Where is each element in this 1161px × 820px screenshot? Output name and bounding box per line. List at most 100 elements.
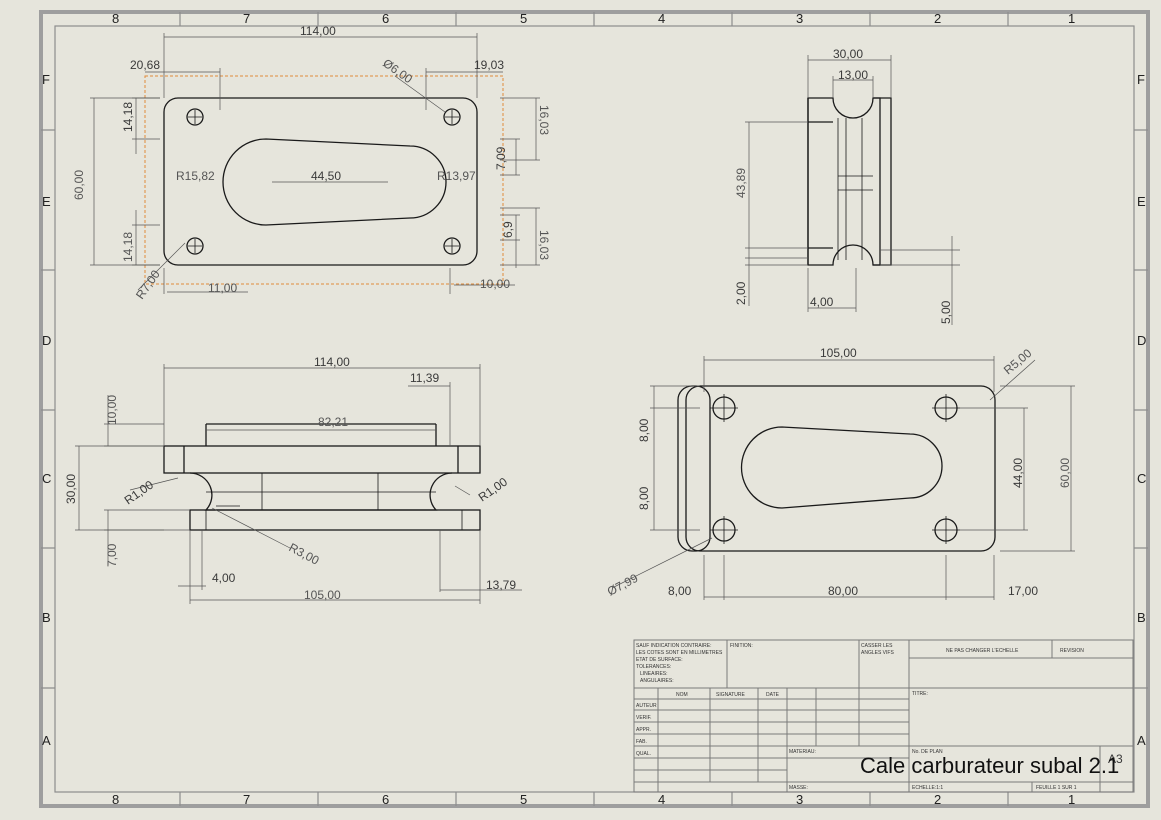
mounting-hole — [443, 237, 461, 255]
zone-row-label: F — [1137, 72, 1145, 87]
dimension-label: Ø6,00 — [380, 56, 415, 86]
dimension-label: 10,00 — [105, 395, 119, 425]
tb-row-label: AUTEUR — [636, 703, 657, 709]
dimension-label: 114,00 — [314, 355, 350, 369]
zone-row-label: B — [42, 610, 51, 625]
bottom-view-dimensions — [611, 356, 1075, 600]
zone-col-label: 6 — [382, 11, 389, 26]
dimension-label: R13,97 — [437, 169, 476, 183]
dimension-label: 4,00 — [212, 571, 236, 585]
tb-feuille: FEUILLE 1 SUR 1 — [1036, 785, 1077, 791]
zone-col-label: 6 — [382, 792, 389, 807]
front-view: 114,00 11,39 10,00 82,21 30,00 R1,00 R1,… — [64, 355, 522, 604]
dimension-label: 7,09 — [494, 146, 508, 170]
side-view-dimensions — [745, 55, 960, 325]
zone-row-label: A — [42, 733, 51, 748]
tb-finition: FINITION: — [730, 643, 753, 649]
dimension-label: 13,79 — [486, 578, 516, 592]
zone-row-label: C — [42, 471, 51, 486]
tb-col-nom: NOM — [676, 692, 688, 698]
dimension-label: 114,00 — [300, 24, 336, 38]
dimension-label: 20,68 — [130, 58, 160, 72]
tb-angles-vifs: ANGLES VIFS — [861, 650, 894, 656]
tb-row-label: VERIF. — [636, 715, 652, 721]
zone-col-label: 4 — [658, 792, 665, 807]
tb-materiau: MATERIAU: — [789, 749, 816, 755]
zone-row-label: A — [1137, 733, 1146, 748]
tb-titre: TITRE: — [912, 691, 928, 697]
zone-col-label: 2 — [934, 11, 941, 26]
zone-row-label: B — [1137, 610, 1146, 625]
zone-col-label: 1 — [1068, 792, 1075, 807]
dimension-label: 16,03 — [537, 230, 551, 260]
zone-col-label: 5 — [520, 792, 527, 807]
dimension-label: 60,00 — [1058, 458, 1072, 488]
zone-row-label: C — [1137, 471, 1146, 486]
slot-outline — [222, 138, 447, 226]
zone-col-label: 7 — [243, 792, 250, 807]
tb-note: ETAT DE SURFACE: — [636, 657, 683, 663]
plate-outline — [685, 385, 996, 552]
flange-outline — [677, 385, 711, 552]
dimension-label: 105,00 — [304, 588, 341, 602]
tb-revision: REVISION — [1060, 648, 1084, 654]
title-block: SAUF INDICATION CONTRAIRE: LES COTES SON… — [633, 639, 1134, 793]
zone-row-label: D — [42, 333, 51, 348]
tb-no-de-plan: No. DE PLAN — [912, 749, 943, 755]
dimension-label: 16,03 — [537, 105, 551, 135]
dimension-label: 7,00 — [105, 543, 119, 567]
dimension-label: 82,21 — [318, 415, 348, 429]
dimension-label: 8,00 — [637, 486, 651, 510]
zone-row-label: D — [1137, 333, 1146, 348]
dimension-label: 43,89 — [734, 168, 748, 198]
sheet-border — [39, 10, 1150, 808]
zone-col-label: 5 — [520, 11, 527, 26]
tb-row-label: FAB. — [636, 739, 647, 745]
tb-row-label: APPR. — [636, 727, 651, 733]
dimension-label: 13,00 — [838, 68, 868, 82]
tb-note: TOLERANCES: — [636, 664, 671, 670]
tb-ne-pas-changer: NE PAS CHANGER L'ECHELLE — [946, 648, 1019, 654]
dimension-label: 4,00 — [810, 295, 834, 309]
top-view: 114,00 20,68 19,03 Ø6,00 14,18 16,03 7,0… — [72, 24, 551, 302]
dimension-label: 30,00 — [64, 474, 78, 504]
zone-labels: 8 7 6 5 4 3 2 1 8 7 6 5 4 3 2 1 F E D C … — [42, 11, 1146, 807]
tb-row-label: QUAL. — [636, 751, 651, 757]
top-view-dimensions — [90, 33, 540, 294]
dimension-label: 5,00 — [939, 300, 953, 324]
tb-size: A3 — [1108, 752, 1123, 766]
dimension-label: 19,03 — [474, 58, 504, 72]
zone-col-label: 8 — [112, 11, 119, 26]
dimension-label: R5,00 — [1001, 346, 1035, 378]
zone-row-label: E — [1137, 194, 1146, 209]
tb-note: ANGULAIRES: — [640, 678, 674, 684]
dimension-label: R1,00 — [122, 477, 157, 507]
dimension-label: R3,00 — [287, 540, 322, 568]
plate-outline — [163, 97, 478, 266]
dimension-label: 6,9 — [501, 221, 515, 238]
dimension-label: 8,00 — [637, 418, 651, 442]
zone-col-label: 1 — [1068, 11, 1075, 26]
dimension-label: 14,18 — [121, 232, 135, 262]
dimension-label: 17,00 — [1008, 584, 1038, 598]
dimension-label: 44,00 — [1011, 458, 1025, 488]
drawing-title: Cale carburateur subal 2.1 — [860, 753, 1119, 778]
dimension-label: R1,00 — [476, 474, 511, 504]
zone-row-label: F — [42, 72, 50, 87]
dimension-label: 30,00 — [833, 47, 863, 61]
tb-casser: CASSER LES — [861, 643, 893, 649]
bottom-view: 105,00 R5,00 8,00 8,00 44,00 60,00 Ø7,99… — [605, 346, 1075, 600]
zone-col-label: 3 — [796, 792, 803, 807]
tb-echelle: ECHELLE:1:1 — [912, 785, 943, 791]
dimension-label: 105,00 — [820, 346, 857, 360]
tb-col-date: DATE — [766, 692, 780, 698]
zone-col-label: 8 — [112, 792, 119, 807]
dimension-label: 80,00 — [828, 584, 858, 598]
dimension-label: 10,00 — [480, 277, 510, 291]
flange-outline-hidden — [144, 75, 504, 285]
dimension-label: 11,00 — [208, 281, 237, 295]
dimension-label: 8,00 — [668, 584, 692, 598]
zone-col-label: 7 — [243, 11, 250, 26]
dimension-label: 60,00 — [72, 170, 86, 200]
